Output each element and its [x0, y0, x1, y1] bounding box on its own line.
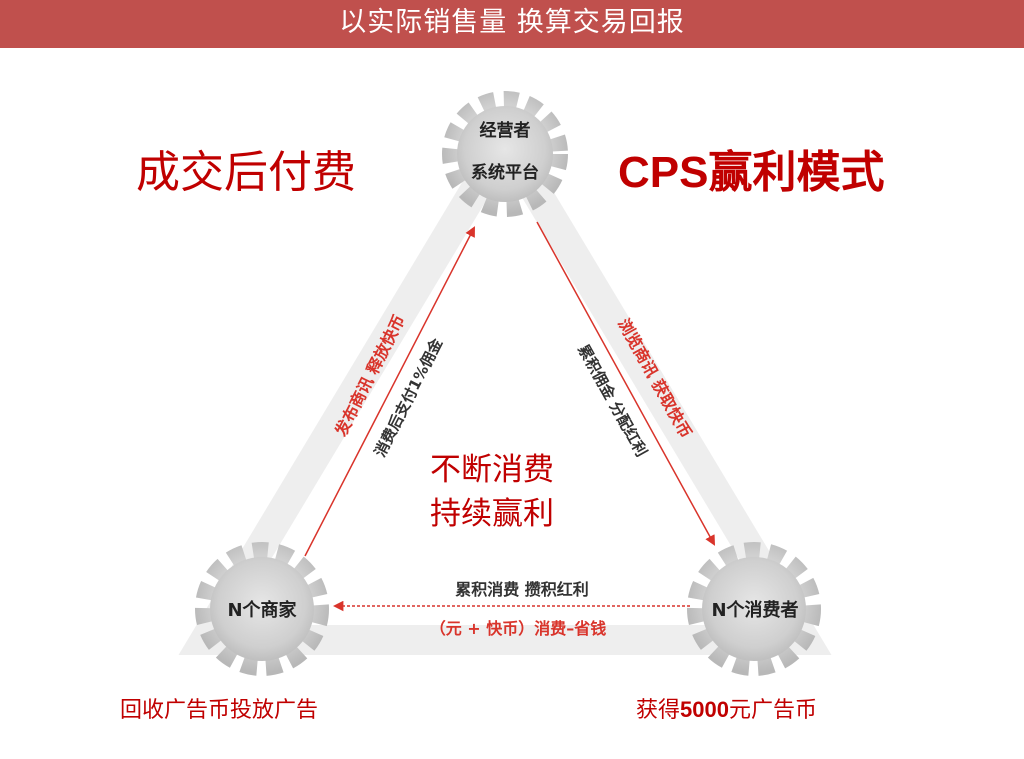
node-top-line1: 经营者 — [480, 120, 531, 141]
edge-bottom-bottom-label: （元 + 快币）消费–省钱 — [430, 619, 607, 638]
title-right: CPS赢利模式 — [618, 148, 885, 197]
center-slogan: 不断消费 持续赢利 — [430, 448, 554, 536]
center-line1: 不断消费 — [430, 452, 554, 488]
footer-right-number: 5000 — [680, 697, 729, 722]
center-line2: 持续赢利 — [430, 496, 554, 532]
footer-right-prefix: 获得 — [636, 698, 681, 723]
arrow-merchants-to-platform — [304, 226, 475, 557]
node-top-line2: 系统平台 — [471, 162, 539, 183]
background-triangle — [178, 110, 832, 655]
gear-top — [442, 91, 568, 217]
node-left-label: N个商家 — [227, 599, 297, 621]
page-title: 以实际销售量 换算交易回报 — [339, 7, 685, 38]
header-banner — [0, 0, 1024, 48]
footer-right-suffix: 元广告币 — [728, 698, 817, 723]
node-right-label: N个消费者 — [711, 599, 798, 621]
footer-left: 回收广告币投放广告 — [120, 698, 319, 723]
gear-right — [687, 542, 821, 676]
arrow-platform-to-consumers — [536, 221, 716, 546]
edge-bottom-top-label: 累积消费 攒积红利 — [455, 580, 589, 599]
title-left: 成交后付费 — [136, 147, 356, 198]
gear-left — [195, 542, 329, 676]
footer-right: 获得5000元广告币 — [636, 692, 817, 724]
